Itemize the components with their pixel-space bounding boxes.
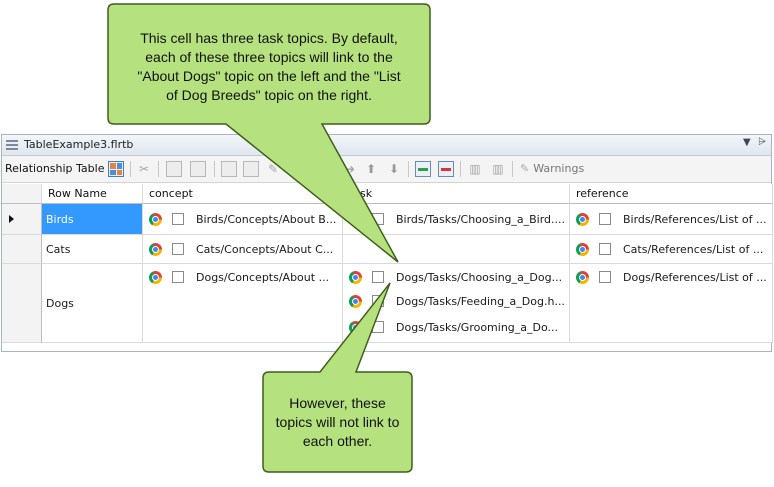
reference-cell-birds[interactable]: Birds/References/List of ... — [570, 204, 773, 235]
row-header-dogs[interactable] — [2, 264, 42, 343]
window-menu-dropdown-icon[interactable]: ▼ — [743, 137, 751, 148]
concept-cell-dogs[interactable]: Dogs/Concepts/About ... — [143, 264, 343, 343]
concept-cell-cats[interactable]: Cats/Concepts/About C... — [143, 235, 343, 264]
topic-item[interactable]: Cats/Concepts/About C... — [149, 240, 333, 258]
topic-item[interactable]: Dogs/Tasks/Feeding_a_Dog.h... — [349, 292, 565, 310]
paste-icon[interactable] — [190, 161, 206, 177]
topic-checkbox[interactable] — [599, 271, 611, 283]
grip-icon — [6, 140, 18, 150]
copy-icon[interactable] — [166, 161, 182, 177]
concept-cell-birds[interactable]: Birds/Concepts/About B... — [143, 204, 343, 235]
insert-topic-icon[interactable] — [243, 161, 259, 177]
topic-path: Cats/References/List of ... — [623, 242, 764, 256]
row-header-birds[interactable] — [2, 204, 42, 235]
topic-path: Birds/Concepts/About B... — [196, 212, 337, 226]
toolbar-separator — [158, 161, 159, 177]
current-row-arrow-icon — [9, 215, 14, 223]
browser-icon — [576, 270, 589, 284]
callout-line: each of these three topics will link to … — [145, 49, 393, 65]
topic-item[interactable]: Dogs/Concepts/About ... — [149, 268, 329, 286]
toolbar-separator — [408, 161, 409, 177]
topic-path: Dogs/Concepts/About ... — [196, 270, 330, 284]
window-titlebar[interactable]: TableExample3.flrtb ▼ ⩥ — [2, 135, 771, 156]
browser-icon — [576, 242, 589, 256]
callout-line: of Dog Breeds" topic on the right. — [166, 87, 372, 103]
row-header-cats[interactable] — [2, 235, 42, 264]
window-title: TableExample3.flrtb — [24, 138, 134, 151]
browser-icon — [349, 294, 362, 308]
toolbar-separator — [512, 161, 513, 177]
relationship-grid-icon[interactable] — [108, 161, 124, 177]
move-right-arrow-icon[interactable]: ➜ — [344, 162, 356, 176]
column-header-reference[interactable]: reference — [570, 184, 773, 204]
topic-item[interactable]: Dogs/Tasks/Choosing_a_Dog... — [349, 268, 562, 286]
callout-line: However, these — [289, 395, 386, 411]
topic-path: Birds/References/List of ... — [623, 212, 767, 226]
warnings-label: Warnings — [533, 162, 585, 175]
topic-checkbox[interactable] — [599, 243, 611, 255]
relationship-table-label: Relationship Table — [5, 162, 105, 175]
toolbar-separator — [214, 161, 215, 177]
topic-checkbox[interactable] — [172, 213, 184, 225]
row-name-cell[interactable]: Cats — [42, 235, 143, 264]
callout-line: topics will not link to — [275, 414, 400, 430]
topic-path: Cats/Concepts/About C... — [196, 242, 334, 256]
toolbar-separator — [460, 161, 461, 177]
callout-line: "About Dogs" topic on the left and the "… — [137, 68, 401, 84]
pin-icon[interactable]: ⩥ — [758, 137, 766, 148]
topic-item[interactable]: Birds/Concepts/About B... — [149, 210, 336, 228]
warning-icon: ✎ — [520, 162, 530, 175]
column-header-task[interactable]: task — [343, 184, 570, 204]
browser-icon — [149, 242, 162, 256]
topic-checkbox[interactable] — [172, 271, 184, 283]
topic-item[interactable]: Cats/References/List of ... — [576, 240, 763, 258]
browser-icon — [149, 270, 162, 284]
bottom-callout-text: However, these topics will not link to e… — [266, 394, 409, 451]
row-name-cell[interactable]: Dogs — [42, 264, 143, 343]
browser-icon — [149, 212, 162, 226]
cut-icon[interactable]: ✂ — [138, 162, 150, 176]
reference-cell-cats[interactable]: Cats/References/List of ... — [570, 235, 773, 264]
column-header-row-name[interactable]: Row Name — [42, 184, 143, 204]
topic-path: Dogs/Tasks/Grooming_a_Do... — [396, 320, 559, 334]
open-topic-icon[interactable] — [221, 161, 237, 177]
topic-item[interactable]: Birds/References/List of ... — [576, 210, 767, 228]
move-down-arrow-icon[interactable]: ⬇ — [388, 162, 400, 176]
topic-checkbox[interactable] — [599, 213, 611, 225]
browser-icon — [576, 212, 589, 226]
topic-path: Dogs/Tasks/Choosing_a_Dog... — [396, 270, 563, 284]
warnings-button[interactable]: ✎Warnings — [520, 162, 584, 175]
toolbar: Relationship Table ✂ ✎ ➜ ⬆ ⬇ ▥ ▥ ✎Warnin… — [2, 156, 771, 183]
column-header-concept[interactable]: concept — [143, 184, 343, 204]
move-up-arrow-icon[interactable]: ⬆ — [365, 162, 377, 176]
topic-item[interactable]: Dogs/References/List of ... — [576, 268, 767, 286]
browser-icon — [349, 270, 362, 284]
toolbar-separator — [130, 161, 131, 177]
delete-row-icon[interactable] — [438, 161, 454, 177]
top-callout-shape — [107, 3, 431, 263]
top-callout-text: This cell has three task topics. By defa… — [112, 29, 426, 105]
corner-header — [2, 184, 42, 204]
row-name-cell[interactable]: Birds — [42, 204, 143, 235]
insert-column-icon[interactable]: ▥ — [469, 162, 481, 176]
topic-checkbox[interactable] — [372, 271, 384, 283]
insert-row-icon[interactable] — [415, 161, 431, 177]
topic-checkbox[interactable] — [172, 243, 184, 255]
edit-topic-icon[interactable]: ✎ — [267, 162, 279, 176]
topic-path: Dogs/Tasks/Feeding_a_Dog.h... — [396, 294, 565, 308]
bottom-callout-shape — [262, 282, 413, 473]
callout-line: This cell has three task topics. By defa… — [140, 30, 398, 46]
delete-column-icon[interactable]: ▥ — [492, 162, 504, 176]
reference-cell-dogs[interactable]: Dogs/References/List of ... — [570, 264, 773, 343]
topic-path: Birds/Tasks/Choosing_a_Bird.... — [396, 212, 566, 226]
topic-path: Dogs/References/List of ... — [623, 270, 767, 284]
callout-line: each other. — [302, 433, 373, 449]
